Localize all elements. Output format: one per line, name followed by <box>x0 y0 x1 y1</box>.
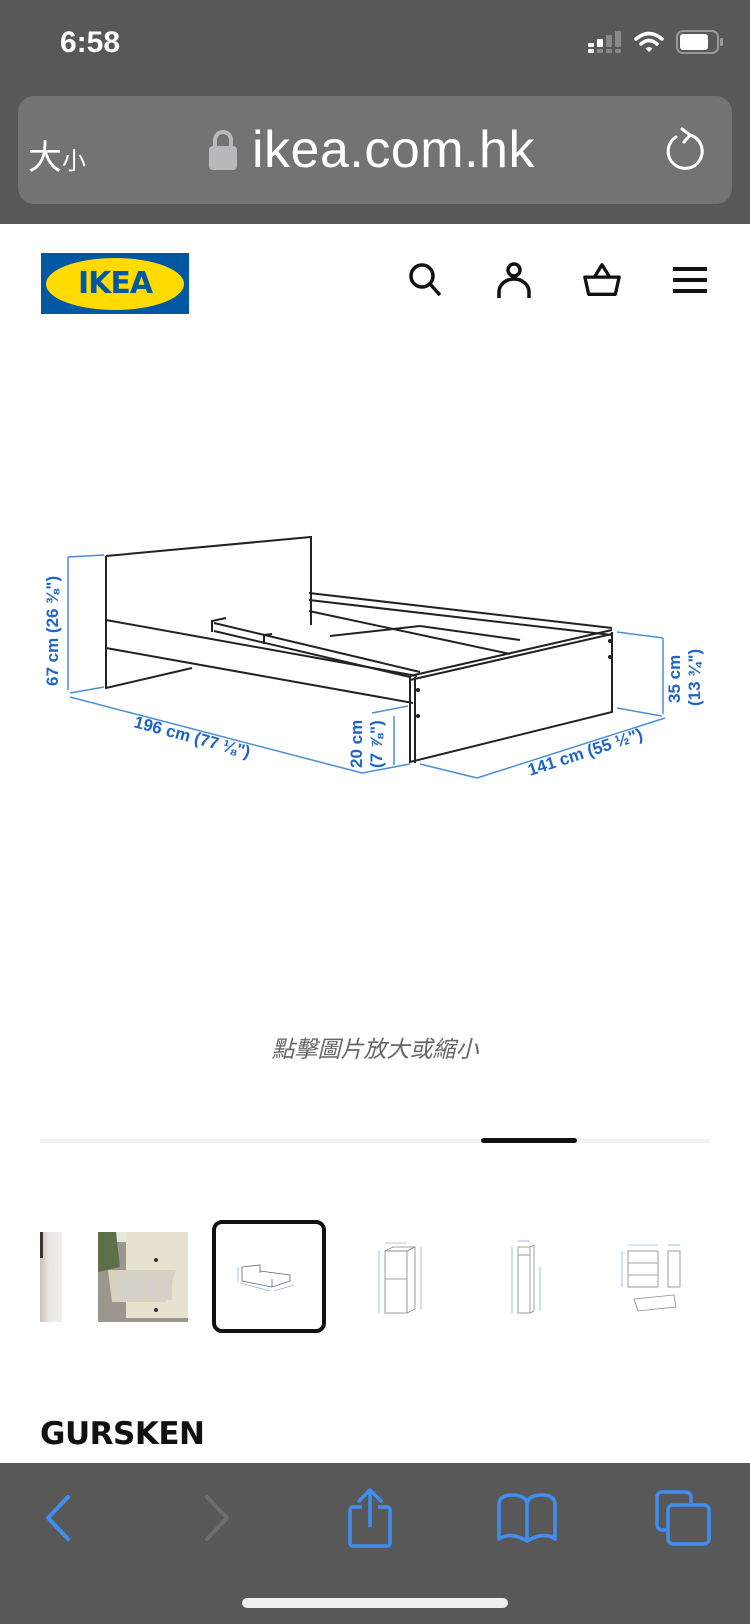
battery-icon <box>676 30 723 54</box>
dim-width: 141 cm (55 ½") <box>525 725 645 780</box>
thumbnail-chest-of-drawers[interactable] <box>98 1232 188 1322</box>
browser-toolbar: 大小 ikea.com.hk <box>0 90 750 224</box>
lock-icon <box>209 130 237 170</box>
tabs-icon <box>655 1490 711 1546</box>
dim-length: 196 cm (77 ⅛") <box>132 713 252 762</box>
search-icon <box>409 263 442 297</box>
thumbnail-room-photo[interactable] <box>40 1232 62 1322</box>
share-button[interactable] <box>330 1483 410 1553</box>
clock: 6:58 <box>60 26 121 59</box>
product-name: GURSKEN <box>40 1416 205 1452</box>
address-bar[interactable]: 大小 ikea.com.hk <box>18 96 732 204</box>
bookmarks-button[interactable] <box>487 1483 567 1553</box>
header-actions <box>406 260 710 300</box>
dim-footboard-height: 35 cm <box>665 655 684 703</box>
text-size-button[interactable]: 大小 <box>28 130 86 179</box>
thumbnail-strip[interactable] <box>0 1220 750 1335</box>
browser-bottom-toolbar <box>0 1463 750 1624</box>
thumbnail-wardrobe-dimensions[interactable] <box>480 1220 570 1333</box>
wifi-icon <box>634 31 664 52</box>
bed-dimension-drawing: 67 cm (26 ⅜") 196 cm (77 ⅛") 20 cm (7 ⅞"… <box>43 535 704 780</box>
search-button[interactable] <box>406 260 446 300</box>
open-book-icon <box>497 1493 557 1543</box>
logo-ellipse: IKEA <box>46 257 184 310</box>
chest-of-drawers-thumb-image <box>98 1232 188 1322</box>
product-image[interactable]: 67 cm (26 ⅜") 196 cm (77 ⅛") 20 cm (7 ⅞"… <box>40 520 720 790</box>
reload-button[interactable] <box>664 126 706 177</box>
menu-button[interactable] <box>670 260 710 300</box>
bookcase-dimensions-thumb-image <box>378 1242 422 1313</box>
status-bar: 6:58 <box>0 0 750 90</box>
chevron-left-icon <box>46 1495 70 1541</box>
site-header: IKEA <box>0 224 750 334</box>
basket-icon <box>583 263 621 296</box>
carousel-scroll-thumb[interactable] <box>481 1138 577 1143</box>
dim-underbed-clearance: 20 cm <box>347 720 366 768</box>
logo-text: IKEA <box>77 266 153 301</box>
share-icon <box>348 1488 392 1548</box>
ikea-logo[interactable]: IKEA <box>41 253 189 314</box>
wardrobe-dimensions-thumb-image <box>511 1240 541 1313</box>
hamburger-menu-icon <box>673 267 707 293</box>
thumbnail-bookcase-dimensions[interactable] <box>356 1220 446 1333</box>
forward-button[interactable] <box>178 1483 258 1553</box>
basket-button[interactable] <box>582 260 622 300</box>
text-size-large-glyph: 大 <box>28 139 62 177</box>
cellular-signal-icon <box>588 31 621 53</box>
dim-headboard-height: 67 cm (26 ⅜") <box>43 576 62 686</box>
home-indicator[interactable] <box>242 1598 508 1608</box>
url-text: ikea.com.hk <box>252 121 535 179</box>
zoom-hint-caption: 點擊圖片放大或縮小 <box>271 1036 479 1062</box>
dim-underbed-clearance-in: (7 ⅞") <box>367 720 386 768</box>
carousel-scrollbar[interactable] <box>40 1138 710 1143</box>
thumbnail-drawers-dimensions[interactable] <box>606 1220 706 1333</box>
drawers-dimensions-thumb-image <box>621 1244 681 1311</box>
reload-icon <box>666 127 704 170</box>
url-display[interactable]: ikea.com.hk <box>208 120 535 180</box>
tabs-button[interactable] <box>643 1483 723 1553</box>
status-icons <box>588 30 724 54</box>
account-icon <box>497 262 531 298</box>
bed-dimensions-thumb-image <box>237 1264 295 1291</box>
account-button[interactable] <box>494 260 534 300</box>
chevron-right-icon <box>205 1495 229 1541</box>
thumbnail-bed-dimensions[interactable] <box>212 1220 326 1333</box>
back-button[interactable] <box>17 1483 97 1553</box>
dim-footboard-height-in: (13 ¾") <box>685 649 704 706</box>
text-size-small-glyph: 小 <box>62 148 86 175</box>
